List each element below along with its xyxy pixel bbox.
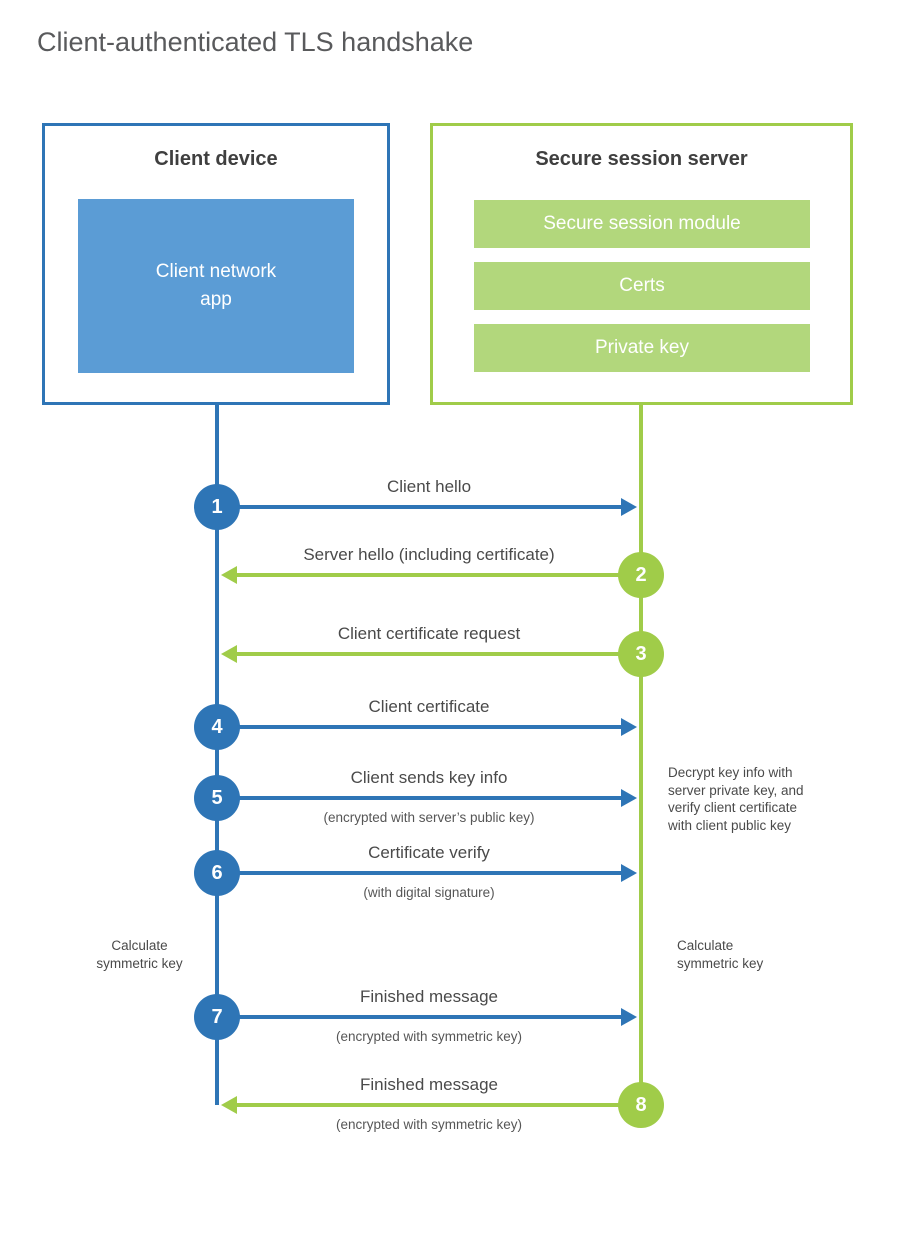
arrow-right-icon (621, 864, 637, 882)
step-3-label: Client certificate request (337, 624, 521, 643)
arrow-left-icon (221, 645, 237, 663)
arrow-right-icon (621, 1008, 637, 1026)
arrow-right-icon (621, 498, 637, 516)
step-4-label: Client certificate (368, 697, 490, 716)
step-4-badge: 4 (194, 704, 240, 750)
step-1-arrow (217, 498, 637, 516)
step-3-badge: 3 (618, 631, 664, 677)
step-5-sublabel: (encrypted with server’s public key) (323, 810, 535, 825)
step-5-label: Client sends key info (350, 768, 508, 787)
step-2-arrow (221, 566, 641, 584)
page-title: Client-authenticated TLS handshake (37, 27, 474, 57)
server-module-bar: Secure session module (474, 200, 810, 248)
server-module-bar: Certs (474, 262, 810, 310)
step-5-arrow (217, 789, 637, 807)
step-6-arrow (217, 864, 637, 882)
client-box-title: Client device (154, 148, 278, 170)
server-decrypt-note: Decrypt key info with server private key… (668, 765, 804, 833)
step-5-badge: 5 (194, 775, 240, 821)
server-box-title: Secure session server (535, 148, 748, 170)
arrow-left-icon (221, 566, 237, 584)
client-device-box: Client device Client network app (42, 123, 390, 405)
client-network-app-box: Client network app (78, 199, 354, 373)
step-8-arrow (221, 1096, 641, 1114)
arrow-right-icon (621, 789, 637, 807)
arrow-left-icon (221, 1096, 237, 1114)
server-module-bar: Private key (474, 324, 810, 372)
step-1-badge: 1 (194, 484, 240, 530)
step-4-arrow (217, 718, 637, 736)
step-6-sublabel: (with digital signature) (363, 885, 495, 900)
step-6-label: Certificate verify (368, 843, 490, 862)
server-lifeline (639, 405, 643, 1105)
server-calc-note: Calculate symmetric key (677, 938, 764, 971)
step-7-sublabel: (encrypted with symmetric key) (335, 1029, 523, 1044)
step-2-badge: 2 (618, 552, 664, 598)
step-6-badge: 6 (194, 850, 240, 896)
step-7-arrow (217, 1008, 637, 1026)
step-8-sublabel: (encrypted with symmetric key) (335, 1117, 523, 1132)
secure-session-server-box: Secure session server Secure session mod… (430, 123, 853, 405)
step-3-arrow (221, 645, 641, 663)
step-2-label: Server hello (including certificate) (303, 545, 555, 564)
step-8-badge: 8 (618, 1082, 664, 1128)
arrow-right-icon (621, 718, 637, 736)
client-calc-note: Calculate symmetric key (96, 938, 183, 971)
step-1-label: Client hello (386, 477, 472, 496)
step-8-label: Finished message (360, 1075, 498, 1094)
client-lifeline (215, 405, 219, 1105)
step-7-badge: 7 (194, 994, 240, 1040)
step-7-label: Finished message (360, 987, 498, 1006)
